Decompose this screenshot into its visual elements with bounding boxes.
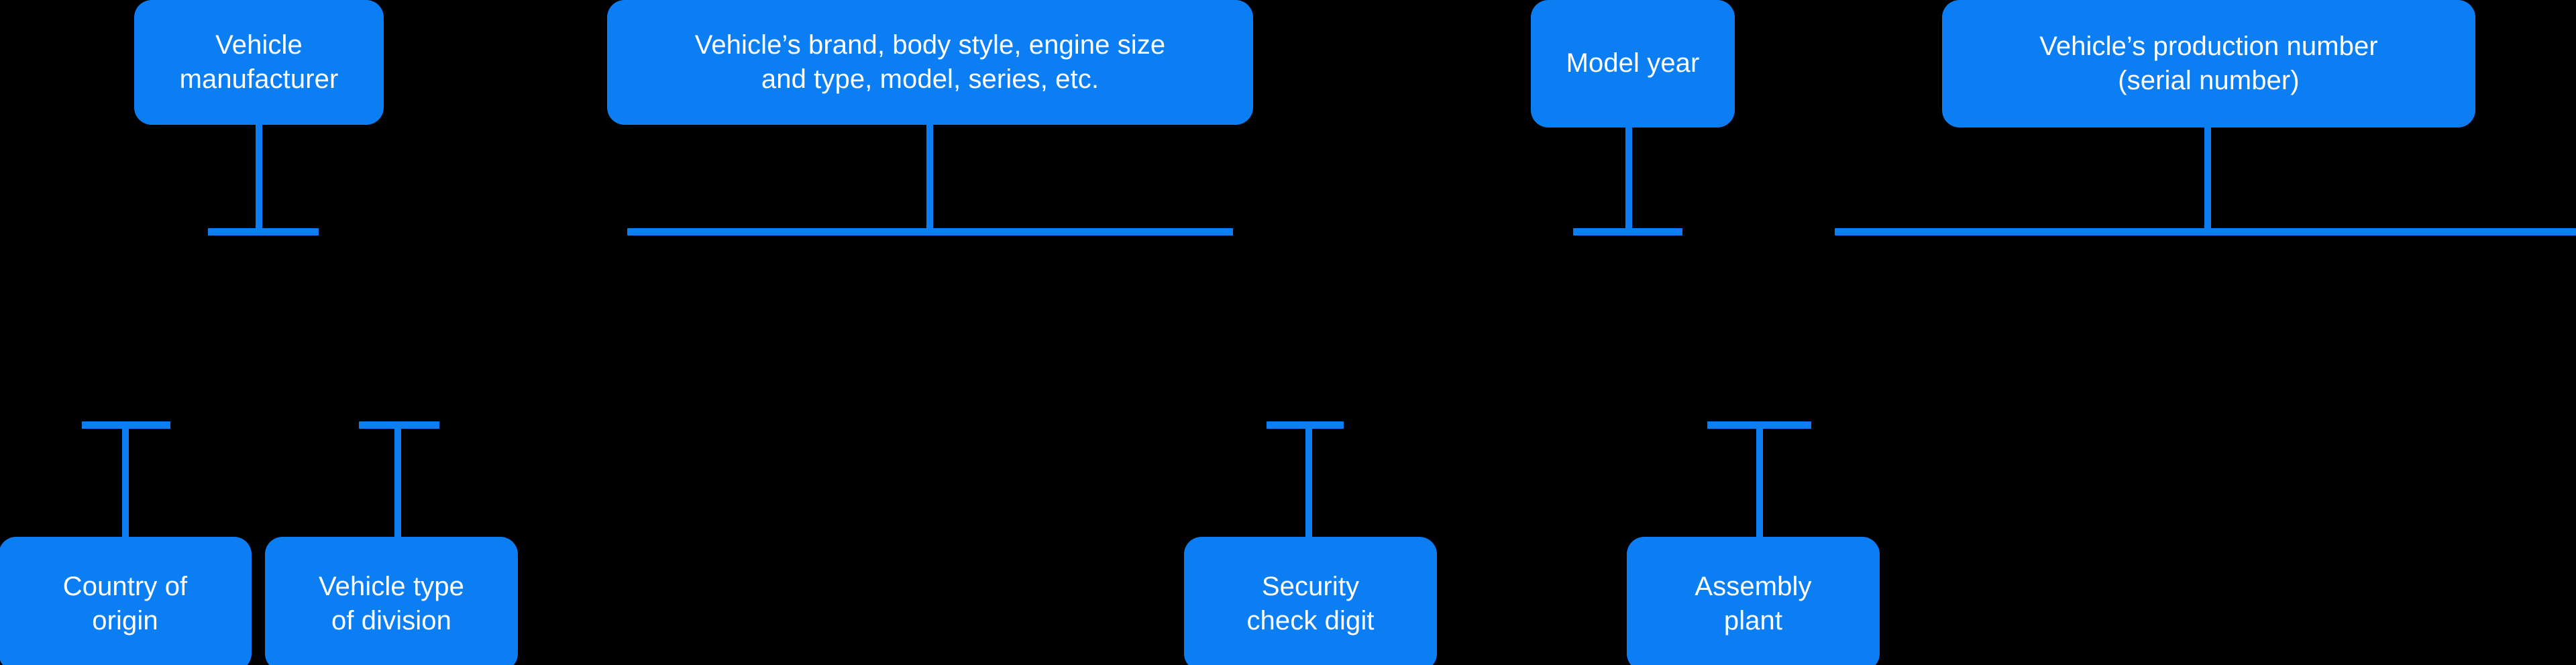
node-label: Assembly plant: [1695, 571, 1812, 635]
node-vehicle-type-of-division[interactable]: Vehicle type of division: [265, 537, 518, 665]
connector-crossbar-security-check-digit: [1267, 421, 1344, 429]
node-model-year[interactable]: Model year: [1531, 0, 1735, 127]
node-vehicle-descriptor[interactable]: Vehicle’s brand, body style, engine size…: [607, 0, 1253, 125]
connector-stem-model-year: [1625, 122, 1632, 235]
node-production-number[interactable]: Vehicle’s production number (serial numb…: [1942, 0, 2475, 127]
connector-crossbar-vehicle-manufacturer: [208, 228, 319, 236]
node-security-check-digit[interactable]: Security check digit: [1184, 537, 1437, 665]
connector-stem-country-of-origin: [122, 425, 129, 541]
node-assembly-plant[interactable]: Assembly plant: [1627, 537, 1880, 665]
node-label: Country of origin: [62, 571, 188, 635]
node-label: Security check digit: [1246, 571, 1375, 635]
connector-stem-security-check-digit: [1305, 425, 1312, 541]
node-label: Vehicle manufacturer: [179, 30, 339, 94]
connector-crossbar-country-of-origin: [82, 421, 170, 429]
connector-stem-assembly-plant: [1756, 425, 1763, 541]
connector-crossbar-production-number: [1835, 228, 2576, 236]
node-country-of-origin[interactable]: Country of origin: [0, 537, 252, 665]
node-label: Vehicle’s brand, body style, engine size…: [694, 30, 1166, 94]
connector-crossbar-vehicle-type-of-division: [359, 421, 439, 429]
node-label: Vehicle’s production number (serial numb…: [2039, 31, 2378, 95]
connector-stem-production-number: [2204, 122, 2211, 235]
node-label: Model year: [1566, 48, 1700, 79]
connector-crossbar-assembly-plant: [1707, 421, 1811, 429]
connector-stem-vehicle-manufacturer: [256, 119, 262, 235]
connector-crossbar-vehicle-descriptor: [627, 228, 1233, 236]
node-vehicle-manufacturer[interactable]: Vehicle manufacturer: [134, 0, 384, 125]
connector-stem-vehicle-descriptor: [926, 119, 933, 235]
connector-crossbar-model-year: [1573, 228, 1682, 236]
node-label: Vehicle type of division: [319, 571, 464, 635]
connector-stem-vehicle-type-of-division: [394, 425, 401, 541]
